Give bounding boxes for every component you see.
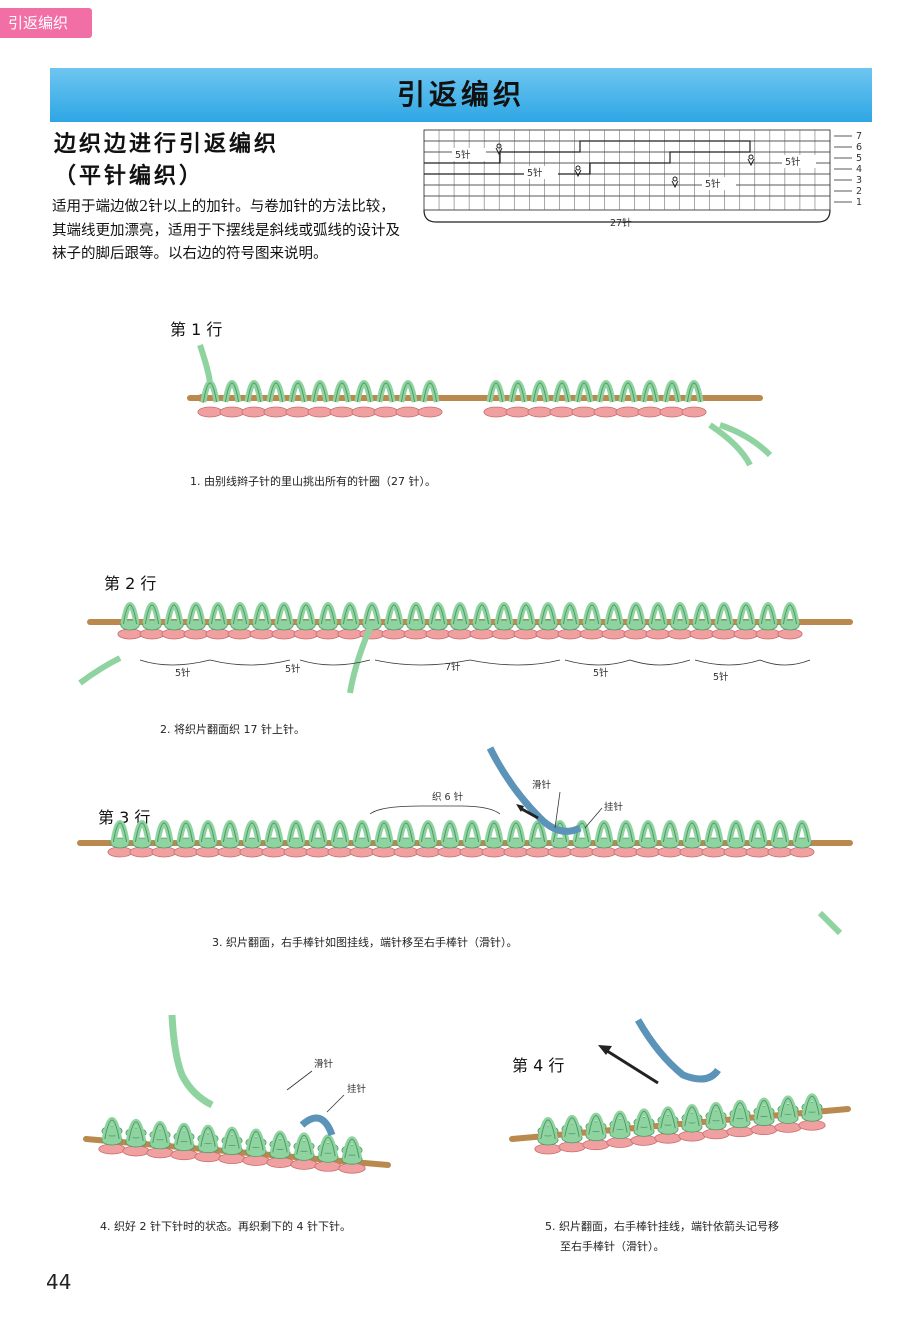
section-heading-line1: 边织边进行引返编织 (54, 131, 280, 157)
chart-row-1: 1 (856, 197, 862, 208)
step-4-illustration: 滑针 挂针 (83, 1014, 391, 1174)
chart-row-7: 7 (856, 131, 862, 142)
chart-row-6: 6 (856, 142, 862, 153)
section-heading: 边织边进行引返编织 （平针编织） (54, 128, 279, 192)
annotation-slip: 滑针 (532, 779, 552, 791)
row-2-label: 第 2 行 (104, 574, 157, 593)
chart-row-5: 5 (856, 153, 862, 164)
step-3-illustration: 织 6 针 滑针 挂针 (77, 746, 853, 936)
annotation-knit-6: 织 6 针 (432, 791, 464, 803)
chart-label-b: 5针 (527, 167, 543, 179)
step-5-caption-line2: 至右手棒针（滑针）。 (560, 1240, 665, 1253)
page-title: 引返编织 (50, 68, 872, 122)
chart-row-2: 2 (856, 186, 862, 197)
row-3-label: 第 3 行 (98, 808, 151, 827)
step-1-illustration (187, 344, 773, 467)
segment-1: 5针 (175, 667, 191, 679)
step-2-illustration: 5针 5针 7针 5针 5针 (78, 602, 853, 694)
annotation-yo: 挂针 (604, 801, 624, 813)
segment-5: 5针 (713, 671, 729, 683)
segment-3: 7针 (445, 661, 461, 673)
step-1-caption: 1. 由别线辫子针的里山挑出所有的针圈（27 针）。 (190, 475, 436, 488)
row-4-label: 第 4 行 (512, 1056, 565, 1075)
chart-label-d: 5针 (785, 156, 801, 168)
page-number: 44 (46, 1270, 72, 1294)
row-1-label: 第 1 行 (170, 320, 223, 339)
chart-total: 27针 (610, 217, 632, 229)
chart-row-3: 3 (856, 175, 862, 186)
step-5-caption-line1: 5. 织片翻面，右手棒针挂线，端针依箭头记号移 (545, 1220, 779, 1233)
step-5-illustration (509, 1018, 851, 1155)
section-heading-line2: （平针编织） (54, 163, 205, 189)
segment-4: 5针 (593, 667, 609, 679)
chart-label-a: 5针 (455, 149, 471, 161)
chart-label-c: 5针 (705, 178, 721, 190)
step4-yo: 挂针 (347, 1083, 367, 1095)
step-2-caption: 2. 将织片翻面织 17 针上针。 (160, 723, 305, 736)
symbol-chart: 5针 5针 5针 5针 27针 7 6 5 4 3 2 1 (423, 129, 862, 229)
step-4-caption: 4. 织好 2 针下针时的状态。再织剩下的 4 针下针。 (100, 1220, 351, 1233)
segment-2: 5针 (285, 663, 301, 675)
intro-paragraph: 适用于端边做2针以上的加针。与卷加针的方法比较，其端线更加漂亮，适用于下摆线是斜… (52, 199, 400, 262)
section-tab: 引返编织 (0, 8, 92, 38)
chart-row-4: 4 (856, 164, 862, 175)
step-3-caption: 3. 织片翻面，右手棒针如图挂线，端针移至右手棒针（滑针）。 (212, 936, 518, 949)
step4-slip: 滑针 (314, 1058, 334, 1070)
